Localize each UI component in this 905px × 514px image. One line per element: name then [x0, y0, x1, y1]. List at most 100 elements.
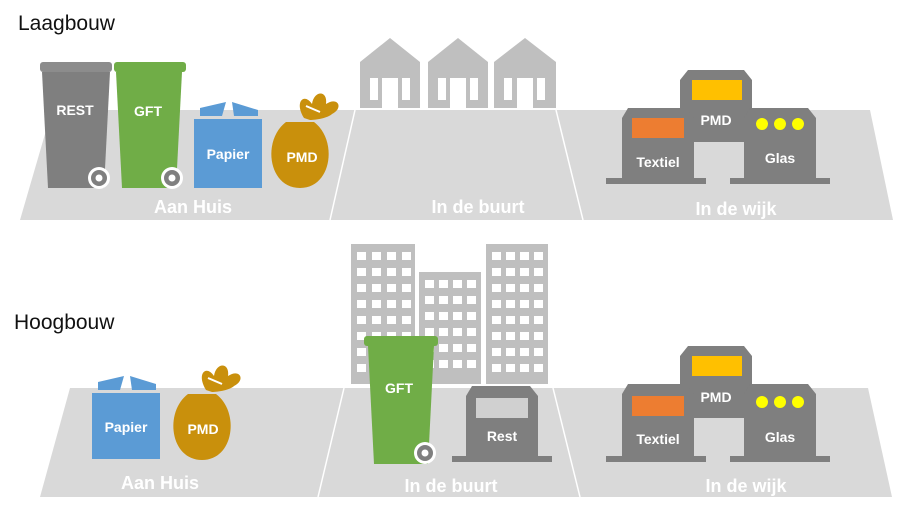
section-title-hoogbouw: Hoogbouw [14, 311, 115, 334]
building-window [467, 360, 476, 368]
gft-bin-label: GFT [385, 380, 413, 396]
building-window [467, 296, 476, 304]
zone-label-district: In de wijk [705, 476, 787, 496]
papier-container: Papier [92, 376, 160, 459]
building-window [520, 284, 529, 292]
gft-bin-label: GFT [134, 103, 162, 119]
houses [360, 38, 556, 108]
building-window [387, 252, 396, 260]
house [360, 38, 420, 108]
building-window [520, 252, 529, 260]
building-window [506, 252, 515, 260]
building-window [534, 268, 543, 276]
building-window [492, 364, 501, 372]
building-window [402, 300, 411, 308]
building-window [453, 328, 462, 336]
pmd-container-label: PMD [700, 112, 731, 128]
building-window [402, 268, 411, 276]
building-window [372, 268, 381, 276]
rest-container-label: Rest [487, 428, 518, 444]
rest-bin: REST [40, 62, 112, 189]
house [494, 38, 556, 108]
pmd-container: PMD [680, 346, 752, 418]
building-window [467, 280, 476, 288]
building-window [453, 360, 462, 368]
hoogbouw-row: Papier PMD GFT Rest P [40, 244, 892, 498]
glas-container: Glas [730, 384, 830, 462]
pmd-container: PMD [680, 70, 752, 142]
building-window [506, 300, 515, 308]
building-window [439, 344, 448, 352]
building-window [467, 344, 476, 352]
pmd-bag-label: PMD [286, 149, 317, 165]
building-window [453, 296, 462, 304]
rest-bin-label: REST [56, 102, 94, 118]
pmd-bag: PMD [173, 365, 241, 460]
building-window [492, 332, 501, 340]
building-window [453, 312, 462, 320]
building-window [492, 284, 501, 292]
pmd-bag-label: PMD [187, 421, 218, 437]
building-window [520, 364, 529, 372]
building-window [506, 364, 515, 372]
building-window [492, 348, 501, 356]
building-window [357, 268, 366, 276]
building-window [425, 296, 434, 304]
building-window [534, 300, 543, 308]
building-window [467, 328, 476, 336]
building-window [402, 284, 411, 292]
laagbouw-row: REST GFT Papier PMD P [20, 38, 893, 221]
papier-label: Papier [105, 419, 148, 435]
building-window [357, 284, 366, 292]
building-window [506, 332, 515, 340]
building-window [439, 328, 448, 336]
building-window [439, 296, 448, 304]
building-window [534, 284, 543, 292]
building-window [372, 252, 381, 260]
building-window [372, 300, 381, 308]
building-window [520, 268, 529, 276]
building-window [372, 284, 381, 292]
building-window [357, 300, 366, 308]
building-window [425, 328, 434, 336]
textiel-label: Textiel [636, 154, 679, 170]
section-title-laagbouw: Laagbouw [18, 12, 115, 35]
building-window [520, 300, 529, 308]
building-window [467, 312, 476, 320]
zone-divider [329, 109, 356, 221]
building-window [453, 280, 462, 288]
building-window [520, 348, 529, 356]
building-window [387, 316, 396, 324]
zone-label-neighborhood: In de buurt [432, 197, 525, 217]
textiel-label: Textiel [636, 431, 679, 447]
building-window [453, 344, 462, 352]
building-window [357, 332, 366, 340]
glas-label: Glas [765, 150, 796, 166]
zone-label-home: Aan Huis [154, 197, 232, 217]
zone-divider [555, 109, 584, 221]
building-window [357, 252, 366, 260]
building-window [387, 268, 396, 276]
papier-label: Papier [207, 146, 250, 162]
building-window [492, 268, 501, 276]
building-window [439, 312, 448, 320]
building-window [534, 252, 543, 260]
textiel-container: Textiel [606, 384, 706, 462]
building-window [439, 280, 448, 288]
zone-label-district: In de wijk [695, 199, 777, 219]
building-window [492, 252, 501, 260]
glas-container: Glas [730, 108, 830, 184]
building-window [506, 268, 515, 276]
building-window [402, 316, 411, 324]
textiel-container: Textiel [606, 108, 706, 184]
building-window [520, 332, 529, 340]
pmd-container-label: PMD [700, 389, 731, 405]
building-window [506, 284, 515, 292]
building-window [357, 348, 366, 356]
zone-divider [317, 387, 345, 498]
building-window [357, 364, 366, 372]
building-window [534, 348, 543, 356]
building-window [439, 360, 448, 368]
building-window [534, 364, 543, 372]
